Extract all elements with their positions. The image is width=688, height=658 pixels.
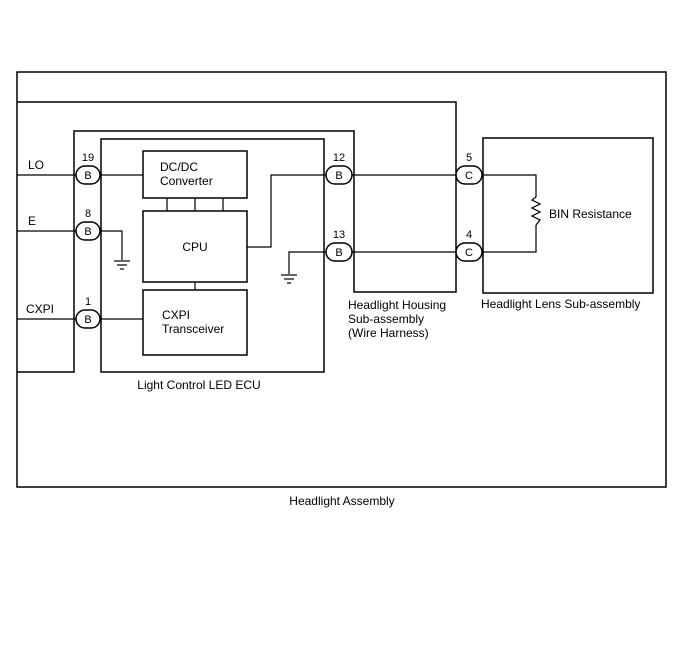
pin-cxpi: B 1 [75, 296, 101, 329]
pin-connector: C [465, 247, 473, 259]
signal-label-lo: LO [28, 158, 44, 172]
wires [17, 174, 537, 320]
pin-number: 12 [333, 152, 345, 164]
pin-e: B 8 [75, 208, 101, 241]
pin-number: 8 [85, 208, 91, 220]
housing-label-line3: (Wire Harness) [348, 326, 429, 340]
cxpi-label-line1: CXPI [162, 308, 190, 322]
pin-number: 5 [466, 152, 472, 164]
pin-lo: B 19 [75, 152, 101, 185]
bin-resistance-label: BIN Resistance [549, 207, 632, 221]
bin-resistor-symbol [530, 196, 542, 226]
signal-label-e: E [28, 214, 36, 228]
headlight-assembly-label: Headlight Assembly [289, 494, 394, 508]
harness-frame [17, 101, 457, 373]
cpu-block [142, 210, 248, 283]
pin-number: 1 [85, 296, 91, 308]
lens-subassembly-label: Headlight Lens Sub-assembly [481, 297, 640, 311]
pin-number: 13 [333, 229, 345, 241]
ecu-box [100, 138, 325, 373]
pin-number: 4 [466, 229, 472, 241]
pin-lens-top: C 5 [455, 152, 483, 185]
pin-lens-bottom: C 4 [455, 229, 483, 262]
ecu-label: Light Control LED ECU [137, 378, 260, 392]
ground-symbol-13 [281, 274, 297, 284]
cxpi-transceiver-block [142, 289, 248, 356]
cxpi-label-line2: Transceiver [162, 322, 224, 336]
pin-connector: C [465, 170, 473, 182]
pin-connector: B [84, 226, 91, 238]
cpu-label: CPU [182, 240, 207, 254]
ground-symbol-e [114, 260, 130, 270]
dcdc-converter-block [142, 150, 248, 199]
headlight-assembly-frame [16, 71, 667, 488]
dcdc-label-line2: Converter [160, 174, 213, 188]
signal-label-cxpi: CXPI [26, 302, 54, 316]
pin-connector: B [84, 170, 91, 182]
housing-label-line1: Headlight Housing [348, 298, 446, 312]
pin-connector: B [335, 247, 342, 259]
pin-gnd-out: B 13 [325, 229, 353, 262]
pin-number: 19 [82, 152, 94, 164]
lens-subassembly-box [482, 137, 654, 294]
pin-connector: B [335, 170, 342, 182]
dcdc-label-line1: DC/DC [160, 160, 198, 174]
pin-connector: B [84, 314, 91, 326]
pin-cpu-out: B 12 [325, 152, 353, 185]
housing-label-line2: Sub-assembly [348, 312, 424, 326]
